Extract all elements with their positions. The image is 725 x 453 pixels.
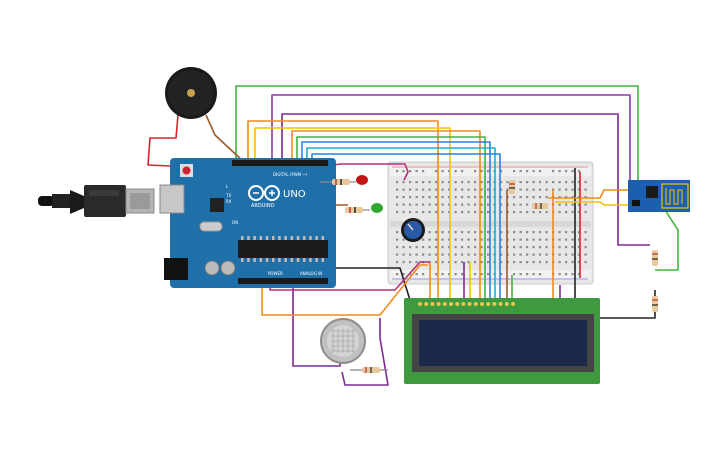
digital-label: DIGITAL (PWM ~) bbox=[273, 172, 308, 177]
wire-blue-1 bbox=[301, 141, 491, 300]
wire-orange-2 bbox=[291, 130, 481, 300]
power-label: POWER bbox=[268, 271, 283, 276]
tx-label: TX bbox=[225, 193, 231, 198]
rx-label: RX bbox=[226, 199, 232, 204]
wire-purple-gas2 bbox=[341, 318, 389, 386]
resistor-bb-2 bbox=[532, 203, 548, 209]
chip-pins bbox=[241, 236, 325, 262]
resistor-bb-1 bbox=[509, 180, 515, 194]
buzzer-icon bbox=[165, 67, 217, 119]
wire-yellow-esp bbox=[555, 201, 628, 206]
arduino-brand: ARDUINO bbox=[251, 203, 275, 209]
on-label: ON bbox=[232, 220, 238, 225]
resistor-right-1 bbox=[652, 250, 658, 266]
resistor-right-2 bbox=[652, 296, 658, 312]
wire-brown-buzzer bbox=[205, 114, 246, 164]
led-green bbox=[345, 203, 383, 213]
arduino-board: UNO ARDUINO DIGITAL (PWM ~) POWER ANALOG… bbox=[159, 158, 336, 288]
analog-label: ANALOG IN bbox=[300, 271, 322, 276]
wire-yellow-1 bbox=[254, 127, 451, 300]
arduino-model: UNO bbox=[283, 189, 306, 200]
led-red bbox=[320, 175, 368, 185]
lcd-module bbox=[404, 298, 600, 384]
resistor-gas bbox=[350, 367, 388, 373]
usb-cable-icon bbox=[38, 185, 155, 217]
wifi-module-icon bbox=[628, 180, 690, 212]
wire-purple-right bbox=[281, 113, 650, 246]
wire-orange-esp bbox=[548, 189, 628, 199]
arduino-logo-icon bbox=[248, 185, 280, 201]
gas-sensor-mesh bbox=[331, 329, 355, 353]
wire-orange-bottom bbox=[261, 264, 428, 316]
wire-green-esp2 bbox=[655, 209, 679, 271]
l-label: L bbox=[226, 184, 229, 189]
lcd-pins bbox=[418, 302, 515, 306]
gas-sensor-icon bbox=[320, 318, 366, 364]
wire-cyan-1 bbox=[306, 147, 496, 300]
wire-orange-1 bbox=[247, 120, 439, 192]
potentiometer-icon bbox=[401, 218, 425, 242]
wire-green-2 bbox=[296, 136, 486, 300]
wire-green-esp bbox=[235, 85, 639, 182]
wire-black-right bbox=[598, 290, 656, 319]
lcd-screen bbox=[419, 320, 587, 366]
